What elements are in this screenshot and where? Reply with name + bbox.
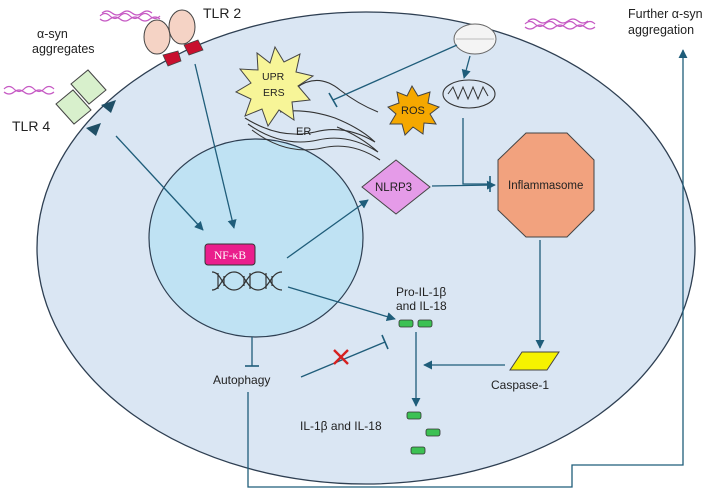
block-x-mark	[333, 349, 349, 365]
arrow-further-aggregation	[247, 49, 688, 488]
label-caspase: Caspase-1	[491, 378, 549, 392]
label-further-1: Further α-syn	[628, 7, 703, 21]
cell-membrane	[36, 11, 696, 485]
nfkb-box	[204, 243, 256, 266]
arrow-tlr2-nfkb	[194, 63, 237, 229]
label-further-2: aggregation	[628, 23, 694, 37]
label-inflammasome: Inflammasome	[508, 180, 583, 192]
ros-burst	[387, 84, 441, 136]
il-pill-2	[425, 428, 441, 437]
dna-helix	[211, 271, 283, 291]
arrow-dna-proil	[287, 286, 396, 322]
label-ers: ERS	[263, 87, 285, 99]
mitochondrion	[442, 79, 496, 109]
arrow-ros-inflammasome	[462, 118, 490, 185]
label-pro-il-2: and IL-18	[396, 299, 447, 313]
label-tlr4: TLR 4	[12, 118, 50, 134]
tlr4-receptor	[55, 69, 116, 136]
label-ros: ROS	[401, 105, 425, 117]
arrow-nfkb-nlrp3	[286, 199, 369, 259]
label-asyn-2: aggregates	[32, 42, 95, 56]
nucleus	[148, 138, 364, 338]
caspase-parallelogram	[509, 351, 560, 371]
label-il-mature: IL-1β and IL-18	[300, 419, 382, 433]
label-asyn-1: α-syn	[37, 27, 68, 41]
label-upr: UPR	[262, 71, 285, 83]
label-nlrp3: NLRP3	[375, 182, 412, 194]
inhibit-vesicle-er	[332, 44, 458, 101]
nlrp3-diamond	[361, 159, 431, 215]
asyn-strand-right	[524, 18, 596, 30]
il-pill-3	[410, 446, 426, 455]
arrow-vesicle-mito	[461, 55, 471, 79]
label-pro-il-1: Pro-IL-1β	[396, 285, 446, 299]
label-autophagy: Autophagy	[213, 373, 270, 387]
asyn-strand-top	[99, 10, 161, 22]
arrow-tlr4-nfkb	[115, 135, 204, 231]
label-tlr2: TLR 2	[203, 5, 241, 21]
label-nfkb: NF-κB	[214, 250, 246, 262]
pro-il-pill-1	[398, 319, 414, 328]
arrow-nlrp3-inflammasome	[431, 180, 496, 190]
tlr2-receptor	[143, 9, 204, 67]
er-membrane	[244, 79, 381, 161]
il-pill-1	[406, 411, 422, 420]
inflammasome-octagon	[497, 132, 595, 238]
upr-ers-burst	[234, 45, 315, 128]
label-er: ER	[296, 126, 311, 138]
asyn-strand-left	[3, 85, 55, 95]
pro-il-pill-2	[417, 319, 433, 328]
